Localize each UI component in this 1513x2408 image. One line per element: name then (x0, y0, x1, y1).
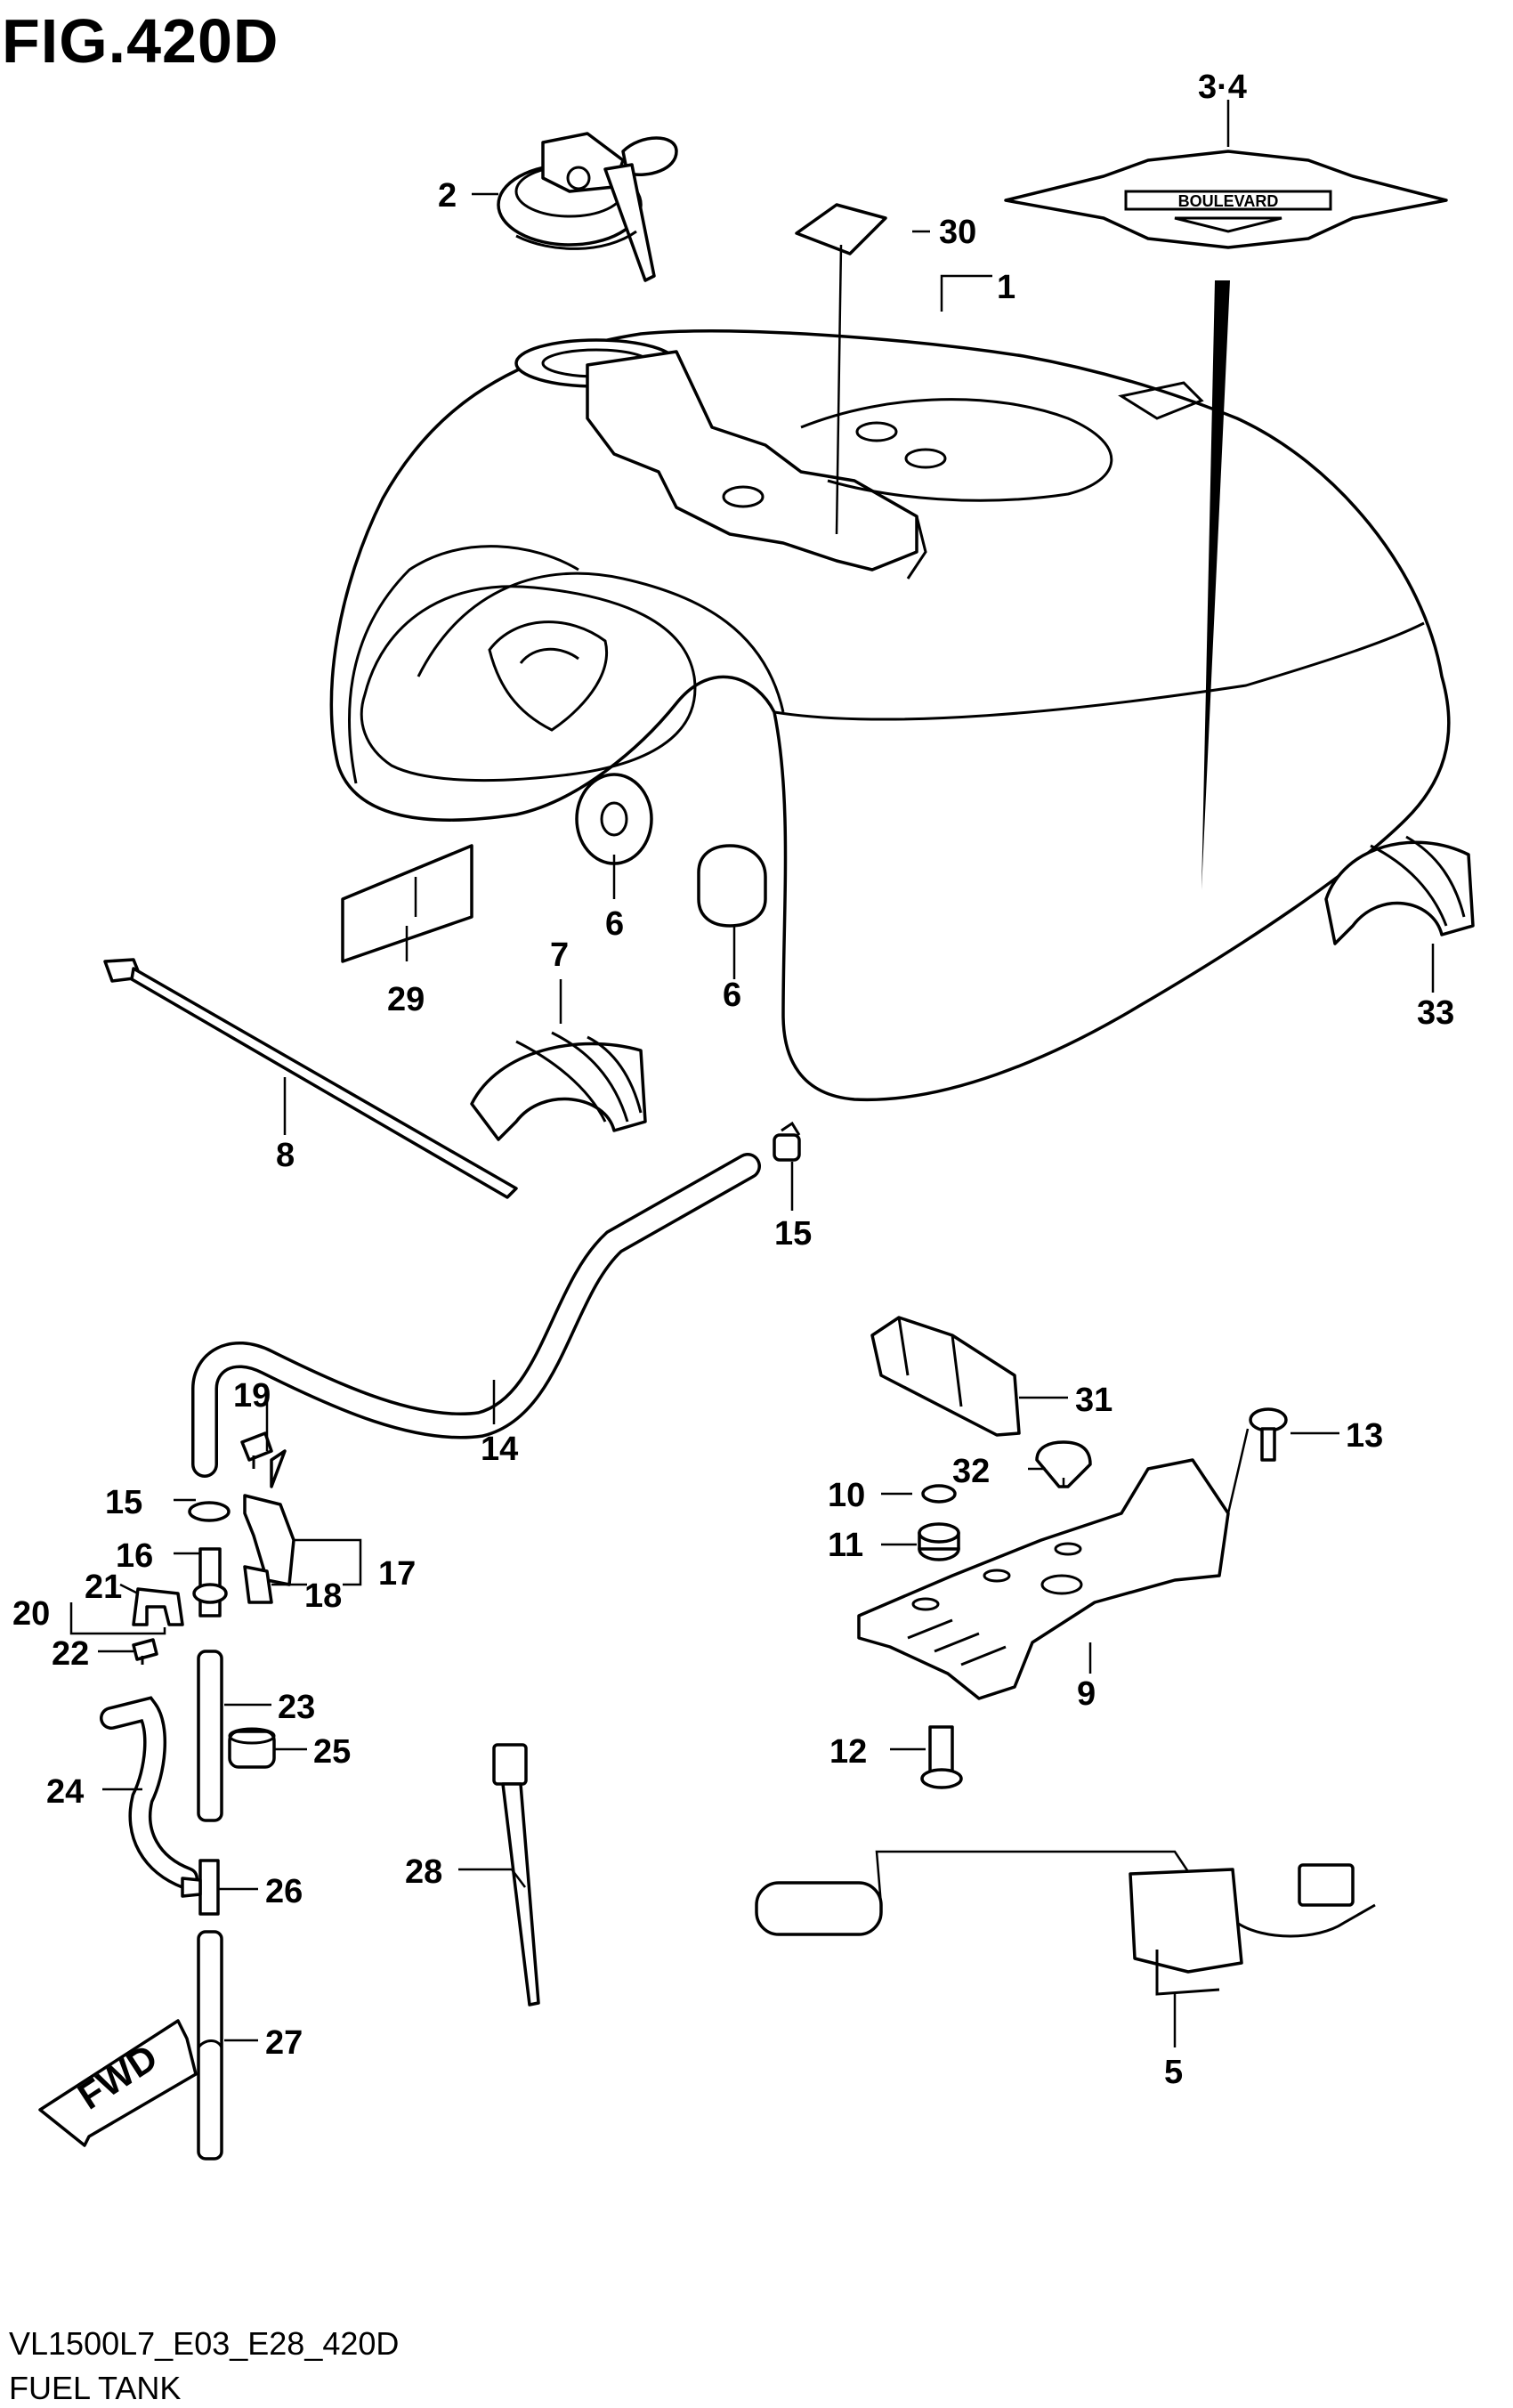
cable-tie-part-28[interactable] (492, 1743, 540, 2007)
callout-8: 8 (276, 1137, 295, 1174)
bracket-part-9[interactable] (857, 1458, 1230, 1700)
figure-title: FIG.420D (2, 6, 279, 76)
callout-16: 16 (116, 1537, 153, 1575)
callout-7: 7 (550, 936, 569, 974)
callout-3-4: 3·4 (1198, 69, 1247, 106)
fuel-cap-part-2[interactable] (497, 132, 678, 282)
callout-14: 14 (481, 1431, 518, 1468)
callout-15b: 15 (105, 1484, 142, 1521)
collar-part-25[interactable] (228, 1727, 276, 1769)
rubber-mount-part-7[interactable] (470, 1031, 647, 1141)
callout-labels: 1 2 3·4 30 6 6 7 33 8 29 15 14 19 15 16 … (12, 69, 1454, 2091)
cushion-part-6a[interactable] (575, 773, 653, 865)
fuel-level-gauge-part-5[interactable] (755, 1850, 1376, 1996)
callout-20: 20 (12, 1595, 50, 1633)
callout-10: 10 (828, 1477, 865, 1514)
cushion-part-6b[interactable] (697, 844, 767, 928)
callout-31: 31 (1075, 1382, 1112, 1419)
valve-part-16[interactable] (192, 1547, 228, 1617)
bolt-part-13[interactable] (1249, 1407, 1288, 1462)
bolt-part-12[interactable] (920, 1725, 963, 1789)
joint-part-26[interactable] (181, 1859, 220, 1916)
callout-19: 19 (233, 1377, 271, 1415)
leader-lines (69, 100, 1435, 2047)
emblem-text: BOULEVARD (1178, 192, 1279, 210)
callout-25: 25 (313, 1733, 351, 1771)
hose-part-27[interactable] (197, 1930, 223, 2161)
callout-17: 17 (378, 1555, 416, 1593)
callout-13: 13 (1346, 1417, 1383, 1455)
callout-27: 27 (265, 2024, 303, 2062)
callout-21: 21 (85, 1569, 122, 1606)
rubber-mount-part-33[interactable] (1324, 835, 1475, 945)
callout-22: 22 (52, 1635, 89, 1673)
model-code: VL1500L7_E03_E28_420D (9, 2325, 400, 2362)
callout-15a: 15 (774, 1215, 812, 1253)
hose-part-24[interactable] (100, 1696, 198, 1890)
bracket-part-17[interactable] (243, 1449, 295, 1586)
callout-24: 24 (46, 1773, 84, 1811)
bolt-part-19[interactable] (240, 1431, 273, 1469)
cushion-part-32[interactable] (1035, 1440, 1092, 1488)
fwd-direction-arrow: FWD (38, 2019, 198, 2147)
callout-5: 5 (1164, 2054, 1183, 2091)
callout-33: 33 (1417, 994, 1454, 1032)
callout-30: 30 (939, 214, 976, 251)
callout-32: 32 (952, 1453, 990, 1490)
callout-29: 29 (387, 981, 425, 1018)
figure-name: FUEL TANK (9, 2370, 182, 2406)
boulevard-emblem-part-3-4[interactable]: BOULEVARD (1004, 150, 1448, 249)
bracket-part-18[interactable] (243, 1565, 273, 1604)
callout-1: 1 (997, 269, 1015, 306)
callout-2: 2 (438, 177, 457, 215)
label-part-30[interactable] (795, 203, 887, 255)
callout-6b: 6 (723, 977, 741, 1014)
callout-23: 23 (278, 1689, 315, 1726)
cable-tie-part-8[interactable] (103, 958, 518, 1199)
callout-12: 12 (829, 1733, 867, 1771)
clamp-part-21[interactable] (132, 1587, 184, 1626)
breather-hose-part-14[interactable] (191, 1153, 761, 1478)
clamp-part-15b[interactable] (188, 1501, 231, 1522)
fuel-tank-part-1[interactable] (329, 280, 1451, 1102)
callout-18: 18 (304, 1577, 342, 1615)
callout-9: 9 (1077, 1675, 1096, 1713)
label-part-29[interactable] (341, 844, 473, 963)
callout-28: 28 (405, 1853, 442, 1891)
callout-6a: 6 (605, 905, 624, 943)
callout-11: 11 (828, 1527, 863, 1564)
hose-part-23[interactable] (197, 1650, 223, 1822)
grommet-part-11[interactable] (918, 1522, 960, 1561)
washer-part-10[interactable] (921, 1484, 957, 1504)
callout-26: 26 (265, 1873, 303, 1910)
cover-part-31[interactable] (870, 1316, 1021, 1437)
clamp-part-15a[interactable] (773, 1121, 801, 1162)
screw-part-22[interactable] (132, 1638, 158, 1665)
